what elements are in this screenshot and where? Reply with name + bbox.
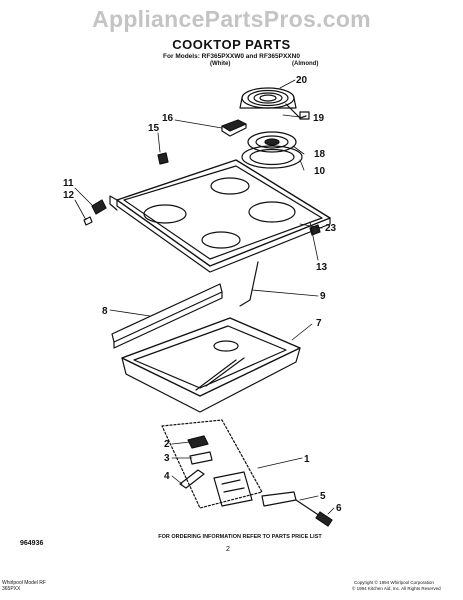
callout-8: 8: [102, 306, 108, 317]
model-numbers: For Models: RF365PXXW0 and RF365PXXN0: [163, 53, 300, 60]
page-number: 2: [226, 546, 230, 553]
trim-strip: [111, 283, 223, 349]
variant-white: (White): [210, 61, 231, 67]
callout-12: 12: [63, 190, 75, 201]
callout-2: 2: [164, 439, 170, 450]
callout-1: 1: [304, 454, 310, 465]
surface-element-coil: [239, 87, 310, 120]
callout-labels: 20 16 19 15 18 10 11 12 23 13 9 8 7 1 2 …: [63, 75, 342, 514]
callout-16: 16: [162, 113, 174, 124]
callout-10: 10: [314, 166, 326, 177]
copyright-line1: Copyright © 1994 Whirlpool Corporation: [354, 580, 434, 585]
callout-3: 3: [164, 453, 170, 464]
watermark-text: AppliancePartsPros.com: [92, 6, 371, 32]
callout-leaders: [74, 79, 335, 515]
bottom-left-line2: 365PXX: [2, 586, 21, 592]
callout-23: 23: [325, 223, 337, 234]
callout-11: 11: [63, 178, 74, 189]
hinge-bracket: [83, 199, 107, 226]
callout-19: 19: [313, 113, 325, 124]
variant-almond: (Almond): [292, 61, 319, 67]
support-rod: [239, 261, 259, 307]
callout-7: 7: [316, 318, 322, 329]
document-number: 964936: [20, 540, 44, 547]
control-panel-assembly: [161, 419, 333, 527]
ordering-info: FOR ORDERING INFORMATION REFER TO PARTS …: [158, 534, 322, 540]
receptacle-block: [221, 119, 247, 137]
bottom-left-line1: Whirlpool Model RF: [2, 580, 46, 586]
page-title: COOKTOP PARTS: [172, 37, 291, 52]
callout-6: 6: [336, 503, 342, 514]
callout-15: 15: [148, 123, 160, 134]
copyright-line2: © 1994 Kitchen Aid, Inc. All Rights Rese…: [352, 586, 441, 591]
callout-20: 20: [296, 75, 308, 86]
callout-4: 4: [164, 471, 170, 482]
callout-13: 13: [316, 262, 328, 273]
element-clip: [157, 152, 169, 165]
callout-9: 9: [320, 291, 326, 302]
callout-18: 18: [314, 149, 326, 160]
burner-box: [121, 317, 301, 413]
cooktop-panel: [109, 159, 331, 273]
callout-5: 5: [320, 491, 326, 502]
drip-bowl: [241, 131, 303, 169]
